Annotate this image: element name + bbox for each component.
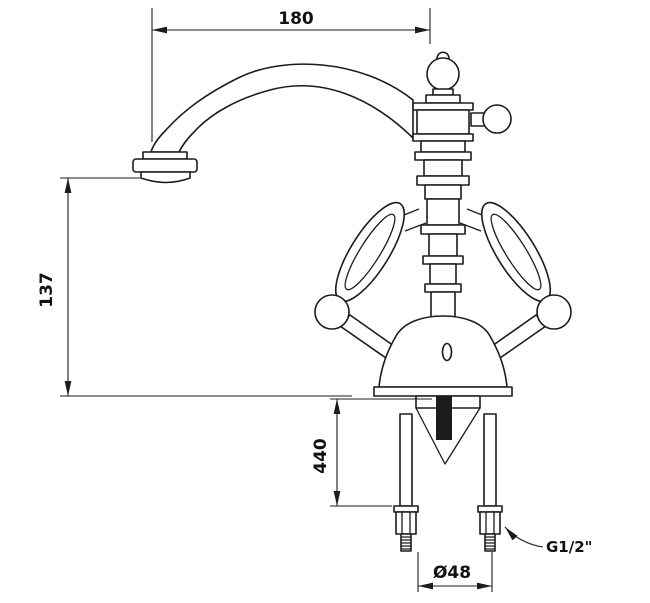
dim-440-label: 440 [311,438,331,474]
callout-thread-size: G1/2" [504,526,592,556]
column-segment [430,291,456,319]
washer-left [393,505,419,513]
column-ring [422,255,464,265]
dimension-base-diameter: Ø48 [417,552,493,592]
supply-rod-right [483,413,497,507]
dimension-mount-depth: 440 [311,398,432,507]
faucet-column-rings [414,140,472,319]
mounting-nut-left [395,511,417,535]
side-ball [482,104,512,134]
leader-line [504,526,544,548]
handle-right [459,201,572,359]
supply-rod-left [399,413,413,507]
finial-ball [426,57,460,91]
mounting-nut-right [479,511,501,535]
column-ring [424,283,462,293]
handle-left [314,201,427,359]
column-segment [426,198,460,226]
spout-outlet-lip [140,171,191,184]
body-block [416,109,470,135]
spout-outlet-collar [142,151,188,160]
mounting-bracket-v [415,407,481,465]
faucet-base [373,315,513,397]
handle-right-stem [491,314,547,359]
handle-right-ball [536,294,572,330]
column-ring [420,224,466,235]
spout-outlet-ring [132,158,198,173]
column-segment [424,184,462,200]
finial-collar-2 [425,94,461,104]
thread-size-label: G1/2" [546,538,592,556]
faucet-spout [132,63,414,184]
nut-left-facets [401,512,411,534]
column-ring [414,151,472,161]
mounting-assembly [393,395,503,552]
handle-right-lever-detail [490,213,542,291]
finial-collar-1 [432,88,454,96]
nut-right-facets [485,512,495,534]
body-molding-bottom [412,133,474,142]
spout-tube [150,63,414,153]
handle-right-lever [480,201,552,303]
dim-diameter-label: Ø48 [433,563,471,583]
column-segment [420,140,466,153]
column-segment [428,233,458,257]
faucet-body [412,51,512,142]
dimension-spout-height: 137 [37,177,352,397]
thread-right-ticks [485,536,495,550]
dimension-spout-reach: 180 [151,8,431,142]
base-plate [373,386,513,397]
column-ring [416,175,470,186]
washer-right [477,505,503,513]
dim-137-label: 137 [37,272,57,308]
column-segment [423,159,463,177]
threaded-stud [436,396,452,440]
column-segment [429,263,457,285]
base-marking [441,342,453,362]
handle-left-stem [339,314,395,359]
handle-left-ball [314,294,350,330]
handle-left-lever-detail [344,213,396,291]
body-molding-top [412,102,474,111]
thread-left-ticks [401,536,411,550]
handle-left-lever [334,201,406,303]
dim-180-label: 180 [278,9,314,29]
